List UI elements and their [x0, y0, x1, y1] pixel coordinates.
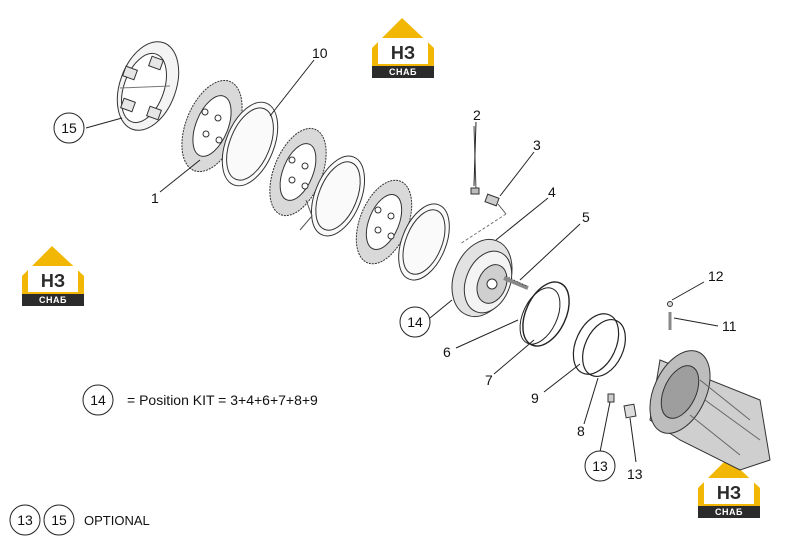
label-13b: 13 [627, 466, 643, 482]
svg-text:СНАБ: СНАБ [389, 67, 417, 77]
friction-disc-3 [355, 179, 413, 265]
part-8-seal-ring [582, 319, 626, 377]
label-8: 8 [577, 423, 585, 439]
svg-text:13: 13 [17, 512, 33, 528]
part-5-bleed-screw [503, 275, 529, 290]
svg-text:= Position KIT = 3+4+6+7+8+9: = Position KIT = 3+4+6+7+8+9 [127, 392, 318, 408]
label-4: 4 [548, 184, 556, 200]
label-12: 12 [708, 268, 724, 284]
label-3: 3 [533, 137, 541, 153]
label-6: 6 [443, 344, 451, 360]
svg-text:НЗ: НЗ [41, 271, 65, 291]
part-3-sleeve [459, 193, 507, 245]
callout-15: 15 [53, 112, 85, 144]
label-9: 9 [531, 390, 539, 406]
part-9-back-up-ring [572, 313, 620, 375]
svg-text:14: 14 [90, 392, 106, 408]
label-7: 7 [485, 372, 493, 388]
svg-text:14: 14 [407, 314, 423, 330]
brand-logo-left: НЗ СНАБ [22, 246, 84, 306]
part-4-piston [451, 238, 513, 318]
svg-text:НЗ: НЗ [391, 43, 415, 63]
svg-text:OPTIONAL: OPTIONAL [84, 513, 150, 528]
label-2: 2 [473, 107, 481, 123]
part-13-pin-b [623, 403, 637, 419]
label-1: 1 [151, 190, 159, 206]
optional-legend: 13 15 OPTIONAL [9, 504, 150, 536]
brand-logo-bottom-right: НЗ СНАБ [698, 458, 760, 518]
steel-plate-3 [398, 203, 450, 281]
label-5: 5 [582, 209, 590, 225]
svg-text:15: 15 [51, 512, 67, 528]
leader-lines [85, 59, 719, 463]
friction-disc-2 [269, 127, 327, 217]
label-11: 11 [722, 318, 737, 334]
svg-text:НЗ: НЗ [717, 483, 741, 503]
steel-plate-2 [299, 155, 366, 237]
part-10-steel-plate [221, 101, 279, 187]
svg-text:13: 13 [592, 458, 608, 474]
part-13-pin-a [607, 393, 615, 403]
callout-13a: 13 [584, 450, 616, 482]
callout-14: 14 [399, 306, 431, 338]
brand-logo-top: НЗ СНАБ [372, 18, 434, 78]
svg-text:СНАБ: СНАБ [715, 507, 743, 517]
part-7-o-ring [519, 287, 561, 345]
part-15-spring-plate [116, 41, 180, 131]
axle-housing [649, 350, 771, 471]
svg-text:СНАБ: СНАБ [39, 295, 67, 305]
kit-legend: 14 = Position KIT = 3+4+6+7+8+9 [82, 384, 318, 416]
part-6-o-ring [522, 281, 570, 347]
svg-text:15: 15 [61, 120, 77, 136]
part-12-cap [667, 301, 673, 307]
label-10: 10 [312, 45, 328, 61]
